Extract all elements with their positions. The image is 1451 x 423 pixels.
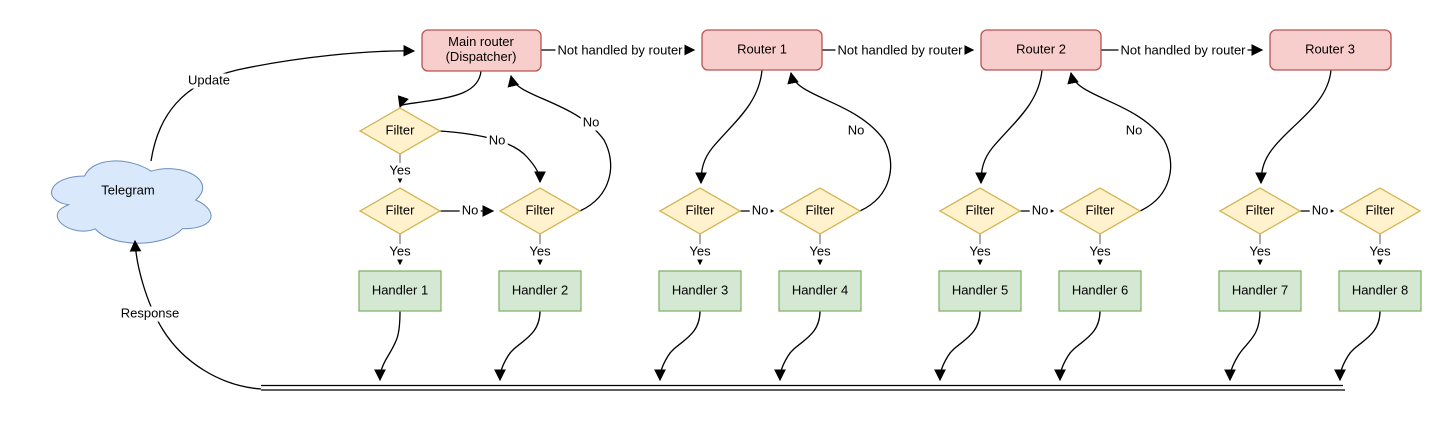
no-label: No — [845, 122, 867, 139]
telegram-label: Telegram — [101, 182, 155, 198]
handler6-label: Handler 6 — [1071, 282, 1129, 298]
no-label: No — [486, 132, 508, 149]
yes-label: Yes — [1367, 243, 1393, 260]
main-router-to-filter-arrow — [397, 70, 482, 109]
filter-diamond — [938, 187, 1022, 235]
yes-label: Yes — [687, 243, 713, 260]
filter-diamond — [1218, 187, 1302, 235]
handler6-response-curve — [1054, 310, 1101, 382]
handler2-response-curve — [494, 310, 541, 382]
filter-label: Filter — [685, 202, 715, 218]
handler7-label: Handler 7 — [1231, 282, 1289, 298]
yes-label: Yes — [387, 243, 413, 260]
filter-diamond — [1058, 187, 1142, 235]
filter-diamond — [498, 187, 582, 235]
router1-label: Router 1 — [737, 41, 787, 57]
handler3-response-curve — [654, 310, 701, 382]
handler4-label: Handler 4 — [791, 282, 849, 298]
router3-node — [1269, 29, 1392, 71]
response-label: Response — [118, 305, 182, 322]
main-top-filter-no-curve — [439, 130, 546, 184]
handler1-node — [358, 270, 442, 312]
router2-node — [980, 29, 1102, 71]
router1-node — [701, 29, 823, 71]
handler8-node — [1338, 270, 1422, 312]
handler8-label: Handler 8 — [1351, 282, 1409, 298]
filter-diamond — [358, 107, 442, 155]
filter-label: Filter — [385, 202, 415, 218]
filter-diamond — [778, 187, 862, 235]
handler1-response-curve — [374, 310, 401, 382]
handler4-node — [778, 270, 862, 312]
no-label: No — [1029, 202, 1051, 219]
yes-label: Yes — [967, 243, 993, 260]
filter-label: Filter — [1245, 202, 1275, 218]
filter-label: Filter — [385, 122, 415, 138]
update-label: Update — [186, 72, 232, 89]
main-router-node — [421, 29, 542, 72]
filter-label: Filter — [1085, 202, 1115, 218]
filter-diamond — [1338, 187, 1422, 235]
handler5-label: Handler 5 — [951, 282, 1009, 298]
handler7-response-curve — [1224, 310, 1261, 382]
handler7-node — [1218, 270, 1302, 312]
handler3-node — [658, 270, 742, 312]
yes-label: Yes — [1247, 243, 1273, 260]
handler5-node — [938, 270, 1022, 312]
filter-label: Filter — [525, 202, 555, 218]
main-router-label-line1: Main router — [448, 34, 514, 50]
router1-filter-no-return-curve — [787, 71, 892, 212]
no-label: No — [749, 202, 771, 219]
filter-label: Filter — [965, 202, 995, 218]
handler5-response-curve — [934, 310, 981, 382]
response-arrow — [129, 239, 262, 390]
handler8-response-curve — [1334, 310, 1381, 382]
yes-label: Yes — [387, 162, 413, 179]
filter-diamond — [358, 187, 442, 235]
router3-to-filter-arrow — [1255, 69, 1332, 185]
handler4-response-curve — [774, 310, 821, 382]
update-arrow — [150, 44, 416, 162]
router3-label: Router 3 — [1305, 41, 1355, 57]
handler2-node — [498, 270, 582, 312]
yes-label: Yes — [1087, 243, 1113, 260]
main-filter-no-return-curve — [507, 74, 612, 212]
filter-label: Filter — [805, 202, 835, 218]
no-label: No — [1123, 122, 1145, 139]
handler3-label: Handler 3 — [671, 282, 729, 298]
yes-label: Yes — [807, 243, 833, 260]
not-handled-label: Not handled by router — [835, 42, 965, 59]
not-handled-label: Not handled by router — [1118, 42, 1248, 59]
filter-diamond — [658, 187, 742, 235]
telegram-cloud — [51, 160, 212, 244]
handler1-label: Handler 1 — [371, 282, 429, 298]
no-label: No — [459, 202, 481, 219]
filter-label: Filter — [1365, 202, 1395, 218]
main-router-label: Main router (Dispatcher) — [445, 34, 517, 65]
router1-to-filter-arrow — [695, 69, 763, 185]
router2-label: Router 2 — [1016, 41, 1066, 57]
handler2-label: Handler 2 — [511, 282, 569, 298]
not-handled-label: Not handled by router — [555, 42, 685, 59]
yes-label: Yes — [527, 243, 553, 260]
handler6-node — [1058, 270, 1142, 312]
no-label: No — [580, 114, 602, 131]
no-label: No — [1309, 202, 1331, 219]
router2-to-filter-arrow — [975, 69, 1043, 185]
main-router-label-line2: (Dispatcher) — [445, 49, 517, 64]
router2-filter-no-return-curve — [1067, 71, 1172, 212]
